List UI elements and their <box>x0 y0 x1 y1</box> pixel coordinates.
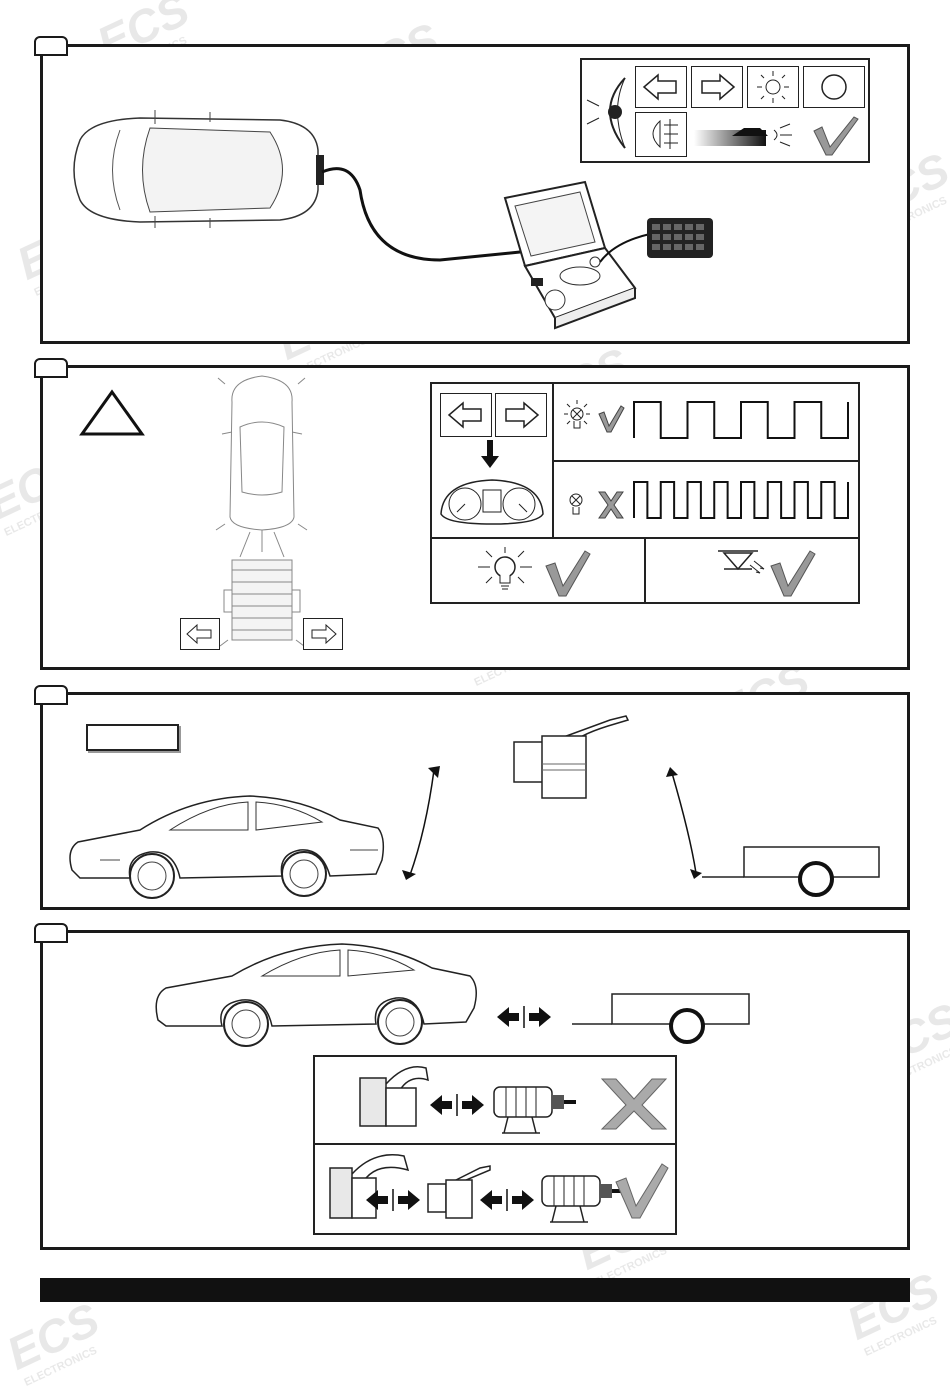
dashboard-cluster-icon <box>440 479 544 525</box>
trailer-right-indicator-icon <box>303 618 343 650</box>
led-icon <box>718 550 765 574</box>
left-arrow-icon <box>635 66 687 108</box>
car-top-view <box>73 110 324 228</box>
double-arrow-left <box>402 766 440 880</box>
right-arrow-icon <box>691 66 743 108</box>
connect-arrows-2 <box>430 1094 484 1116</box>
check-bulb-icon <box>545 550 591 597</box>
sedan-car-side <box>69 795 385 899</box>
svg-text:ELECTRONICS: ELECTRONICS <box>862 1315 939 1359</box>
trailer-left-indicator-icon <box>180 618 220 650</box>
check-valid-icon <box>615 1163 669 1219</box>
check-ok-icon <box>598 405 625 433</box>
connect-arrows-1 <box>497 1006 551 1028</box>
socket-adapter-source <box>329 1154 410 1219</box>
connect-arrows-4 <box>480 1189 534 1211</box>
indicator-right-icon <box>495 393 547 437</box>
svg-text:ELECTRONICS: ELECTRONICS <box>22 1345 99 1389</box>
tester-case <box>503 180 637 330</box>
cross-invalid-icon <box>600 1078 668 1130</box>
bulb-fail-icon <box>569 493 583 515</box>
tester-remote <box>599 218 713 263</box>
signal-ok-waveform <box>633 401 849 439</box>
svg-text:ECS: ECS <box>0 1292 107 1379</box>
trailer-side-1 <box>702 846 880 897</box>
circle-icon <box>803 66 865 108</box>
trailer-side-2 <box>572 993 750 1044</box>
step-2-tab <box>34 358 68 378</box>
connection-options-divider <box>313 1143 677 1145</box>
connect-arrows-3 <box>366 1189 420 1211</box>
bulb-lamp-icon <box>478 547 532 590</box>
svg-text:ECS: ECS <box>839 1262 947 1349</box>
car-trailer-top-view <box>215 375 308 647</box>
signal-fail-waveform <box>633 481 849 519</box>
check-led-icon <box>770 550 816 597</box>
fog-light-icon <box>635 112 687 157</box>
adapter-middle <box>427 1165 491 1219</box>
eye-icon <box>586 77 626 149</box>
brake-light-icon <box>747 66 799 108</box>
sedan-car-side-2 <box>155 943 477 1047</box>
check-icon <box>813 116 859 156</box>
diagram-divider-vertical <box>552 382 554 537</box>
trailer-plug-2 <box>541 1175 624 1223</box>
cross-fail-icon <box>598 491 624 519</box>
step-1-tab <box>34 36 68 56</box>
step-3-tab <box>34 685 68 705</box>
double-arrow-right <box>666 767 702 879</box>
moving-car-icon <box>694 123 792 147</box>
label-box <box>86 724 179 751</box>
indicator-left-icon <box>440 393 492 437</box>
warning-triangle-icon <box>79 389 145 436</box>
down-arrow-icon <box>481 440 499 468</box>
bulb-ok-icon <box>564 400 590 429</box>
step-4-tab <box>34 923 68 943</box>
trailer-plug-1 <box>493 1086 576 1134</box>
diagram-divider-row <box>552 460 860 462</box>
socket-direct <box>359 1066 429 1127</box>
diagram-divider-bottom <box>644 537 646 604</box>
socket-adapter <box>513 715 630 799</box>
footer-bar <box>40 1278 910 1302</box>
